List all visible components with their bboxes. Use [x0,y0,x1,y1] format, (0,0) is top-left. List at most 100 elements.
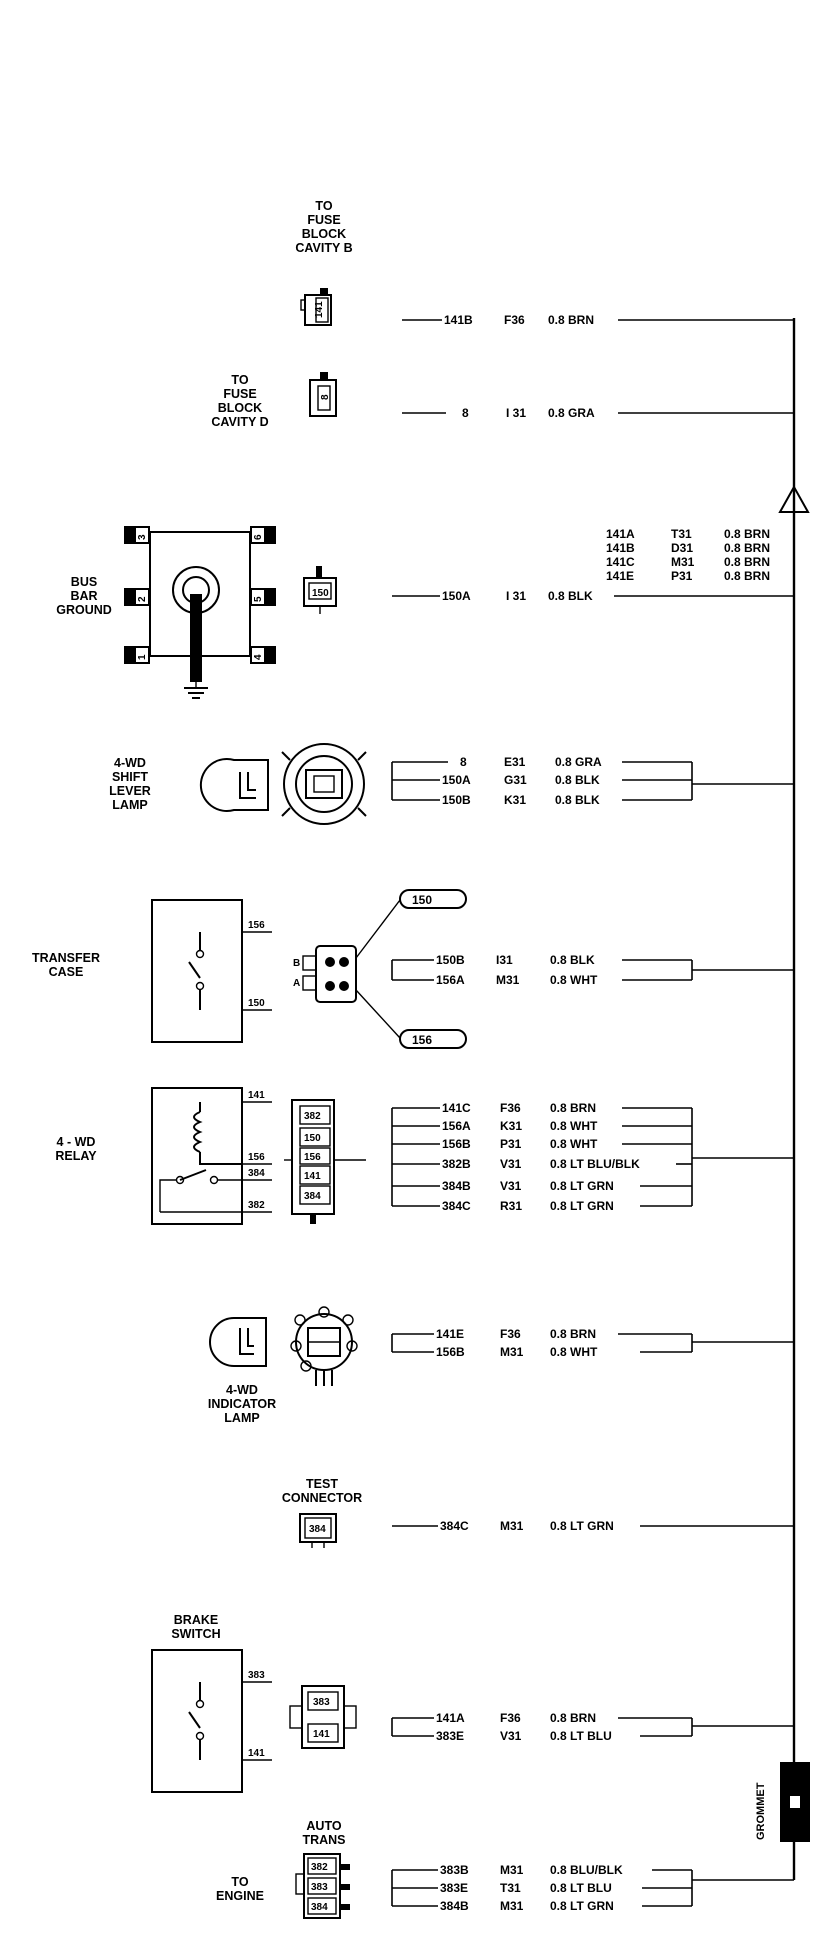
svg-text:156B: 156B [436,1345,465,1359]
svg-text:RELAY: RELAY [55,1149,97,1163]
svg-text:382: 382 [248,1200,265,1211]
svg-text:G31: G31 [504,773,527,787]
svg-text:CAVITY D: CAVITY D [211,415,268,429]
svg-text:K31: K31 [504,793,526,807]
wire-group-shift-lamp: 8 150A 150B E31 G31 K31 0.8 GRA 0.8 BLK … [391,755,794,807]
svg-text:0.8 GRA: 0.8 GRA [555,755,602,769]
svg-text:LEVER: LEVER [109,784,151,798]
svg-text:156A: 156A [436,973,465,987]
svg-text:141A: 141A [436,1711,465,1725]
svg-text:1: 1 [137,654,148,660]
grommet: GROMMET [755,1762,810,1842]
bus-bar-ground: BUS BAR GROUND 3 2 1 6 5 4 [56,526,276,699]
four-wd-relay: 4 - WD RELAY 141 156 384 382 [55,1087,272,1225]
svg-text:LAMP: LAMP [112,798,147,812]
svg-text:0.8 BRN: 0.8 BRN [724,541,770,555]
wire-group-transfer-case: 150B 156A I31 M31 0.8 BLK 0.8 WHT [391,953,794,987]
svg-text:0.8 LT GRN: 0.8 LT GRN [550,1199,614,1213]
svg-text:E31: E31 [504,755,526,769]
svg-text:6: 6 [253,534,264,540]
svg-text:0.8 BLK: 0.8 BLK [555,773,600,787]
svg-text:TRANS: TRANS [302,1833,345,1847]
shift-lamp-socket-icon [281,743,367,825]
svg-text:M31: M31 [500,1519,524,1533]
svg-text:382: 382 [311,1862,328,1873]
svg-text:I 31: I 31 [506,589,526,603]
svg-text:141B: 141B [444,313,473,327]
svg-text:BLOCK: BLOCK [302,227,346,241]
svg-text:5: 5 [253,596,264,602]
svg-text:0.8 BLK: 0.8 BLK [555,793,600,807]
svg-text:F36: F36 [504,313,525,327]
svg-text:I31: I31 [496,953,513,967]
svg-text:BUS: BUS [71,575,97,589]
svg-text:INDICATOR: INDICATOR [208,1397,276,1411]
svg-text:384B: 384B [442,1179,471,1193]
svg-text:141: 141 [314,301,325,318]
auto-trans: AUTO TRANS TO ENGINE 382 383 384 [216,1819,350,1919]
svg-text:0.8 BRN: 0.8 BRN [550,1711,596,1725]
svg-text:382: 382 [304,1111,321,1122]
svg-text:0.8 WHT: 0.8 WHT [550,1137,598,1151]
svg-text:M31: M31 [500,1345,524,1359]
fuse-d-connector: 8 [309,372,337,417]
svg-text:0.8 LT BLU/BLK: 0.8 LT BLU/BLK [550,1157,640,1171]
svg-text:150: 150 [248,998,265,1009]
svg-text:FUSE: FUSE [307,213,340,227]
svg-text:141: 141 [304,1171,321,1182]
transfer-case-connector: A B 150 156 [293,889,467,1049]
svg-text:F36: F36 [500,1711,521,1725]
svg-text:3: 3 [137,534,148,540]
svg-text:150: 150 [312,588,329,599]
svg-text:384: 384 [311,1902,328,1913]
svg-text:156: 156 [304,1152,321,1163]
svg-text:SHIFT: SHIFT [112,770,148,784]
svg-text:4-WD: 4-WD [226,1383,258,1397]
wire-row-fuse-b: 141B F36 0.8 BRN [402,313,794,327]
svg-text:141A: 141A [606,527,635,541]
svg-text:150: 150 [412,893,432,907]
svg-text:M31: M31 [500,1863,524,1877]
svg-text:LAMP: LAMP [224,1411,259,1425]
svg-text:0.8 WHT: 0.8 WHT [550,1119,598,1133]
main-harness-trunk [778,318,810,1880]
svg-text:150A: 150A [442,589,471,603]
svg-text:0.8 BRN: 0.8 BRN [724,527,770,541]
svg-text:141: 141 [248,1090,265,1101]
svg-text:8: 8 [462,406,469,420]
svg-text:384: 384 [304,1191,321,1202]
svg-text:I 31: I 31 [506,406,526,420]
svg-text:B: B [293,958,300,969]
svg-text:156: 156 [248,920,265,931]
svg-text:T31: T31 [671,527,692,541]
test-connector: TEST CONNECTOR 384 [282,1477,362,1548]
svg-text:383: 383 [311,1882,328,1893]
svg-text:150B: 150B [436,953,465,967]
svg-text:4-WD: 4-WD [114,756,146,770]
svg-text:SWITCH: SWITCH [171,1627,220,1641]
svg-text:0.8 BRN: 0.8 BRN [550,1327,596,1341]
svg-text:141E: 141E [606,569,634,583]
svg-text:0.8 LT GRN: 0.8 LT GRN [550,1179,614,1193]
svg-text:4 - WD: 4 - WD [57,1135,96,1149]
svg-text:384C: 384C [440,1519,469,1533]
auto-trans-connector: 382 383 384 [295,1853,350,1919]
svg-text:141B: 141B [606,541,635,555]
svg-text:383: 383 [313,1697,330,1708]
svg-text:TRANSFER: TRANSFER [32,951,100,965]
svg-text:BAR: BAR [70,589,97,603]
svg-text:384B: 384B [440,1899,469,1913]
splice-list: 141A T31 0.8 BRN 141B D31 0.8 BRN 141C M… [606,527,770,583]
svg-text:T31: T31 [500,1881,521,1895]
brake-switch-connector: 383 141 [289,1685,357,1749]
svg-text:0.8 LT GRN: 0.8 LT GRN [550,1899,614,1913]
svg-text:0.8 BLU/BLK: 0.8 BLU/BLK [550,1863,623,1877]
svg-text:TO: TO [231,1875,248,1889]
wire-group-engine: 383B 383E 384B M31 T31 M31 0.8 BLU/BLK 0… [391,1863,794,1913]
svg-text:M31: M31 [496,973,520,987]
wire-row-fuse-d: 8 I 31 0.8 GRA [402,406,794,420]
shift-lever-lamp: 4-WD SHIFT LEVER LAMP [109,743,367,825]
svg-text:8: 8 [320,394,331,400]
svg-text:TEST: TEST [306,1477,338,1491]
svg-text:P31: P31 [500,1137,522,1151]
